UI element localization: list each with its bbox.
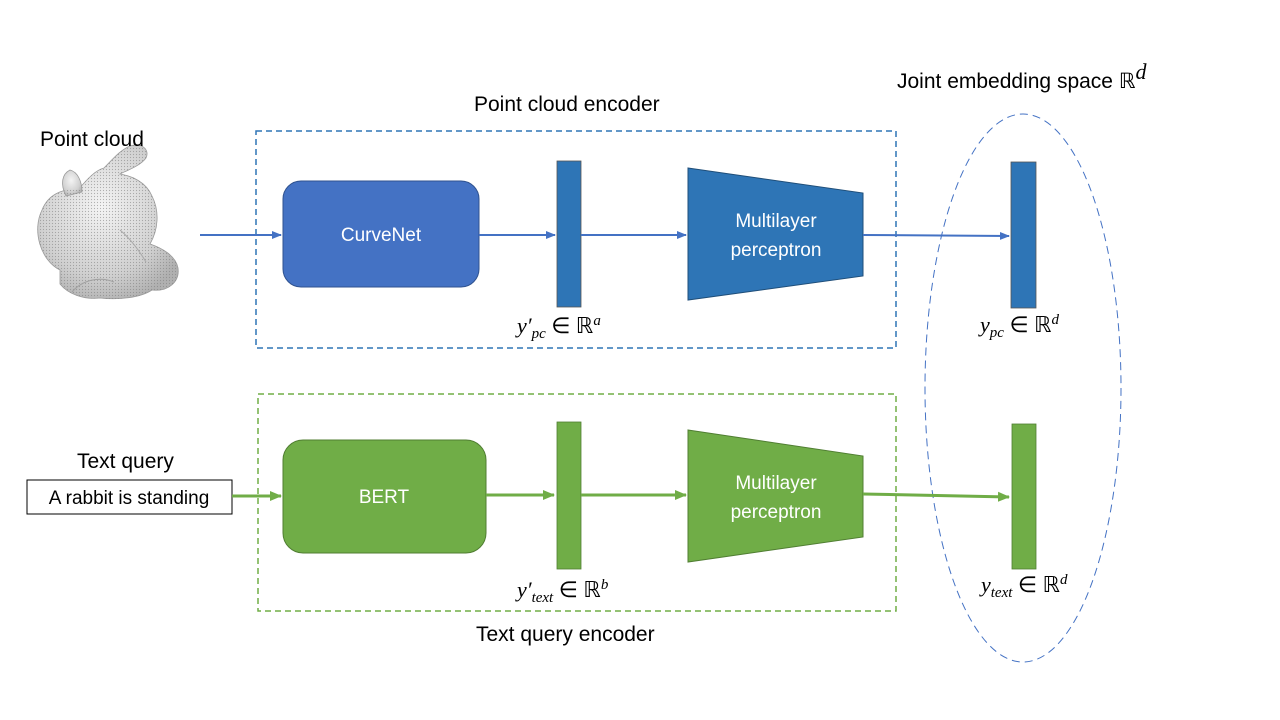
joint-embedding-space-title: Joint embedding space ℝd <box>897 59 1147 93</box>
point-cloud-label: Point cloud <box>40 128 144 151</box>
y-text-formula: ytext ∈ ℝd <box>979 572 1068 601</box>
mlp-pc-label-line1: Multilayer <box>735 211 817 232</box>
mlp-pc-trapezoid <box>687 167 864 301</box>
text-query-encoder-title: Text query encoder <box>476 623 655 646</box>
arrow-mlp-pc-to-embedding <box>862 231 1010 240</box>
pc-feature-vector-bar <box>556 160 582 308</box>
text-feature-vector-bar <box>556 421 582 570</box>
mlp-text-trapezoid <box>687 429 864 563</box>
text-embedding-bar <box>1011 423 1037 570</box>
pc-embedding-bar <box>1010 161 1037 309</box>
text-query-encoder-frame <box>257 393 897 612</box>
point-cloud-encoder-frame <box>255 130 897 349</box>
mlp-text-label-line1: Multilayer <box>735 473 817 494</box>
mlp-text-label-line2: perceptron <box>731 502 822 523</box>
bert-label: BERT <box>359 487 410 508</box>
text-query-label: Text query <box>77 450 174 473</box>
y-pc-prime-formula: y′pc ∈ ℝa <box>515 313 601 342</box>
arrow-mlp-text-to-embedding <box>862 491 1010 502</box>
joint-embedding-ellipse <box>924 113 1122 663</box>
point-cloud-encoder-title: Point cloud encoder <box>474 93 660 116</box>
y-pc-formula: ypc ∈ ℝd <box>978 312 1060 341</box>
curvenet-label: CurveNet <box>341 225 422 246</box>
y-text-prime-formula: y′text ∈ ℝb <box>515 577 609 606</box>
mlp-pc-label-line2: perceptron <box>731 240 822 261</box>
text-query-input-text: A rabbit is standing <box>49 488 210 509</box>
text-query-input-box <box>26 479 233 515</box>
point-cloud-bunny-image <box>37 144 179 300</box>
